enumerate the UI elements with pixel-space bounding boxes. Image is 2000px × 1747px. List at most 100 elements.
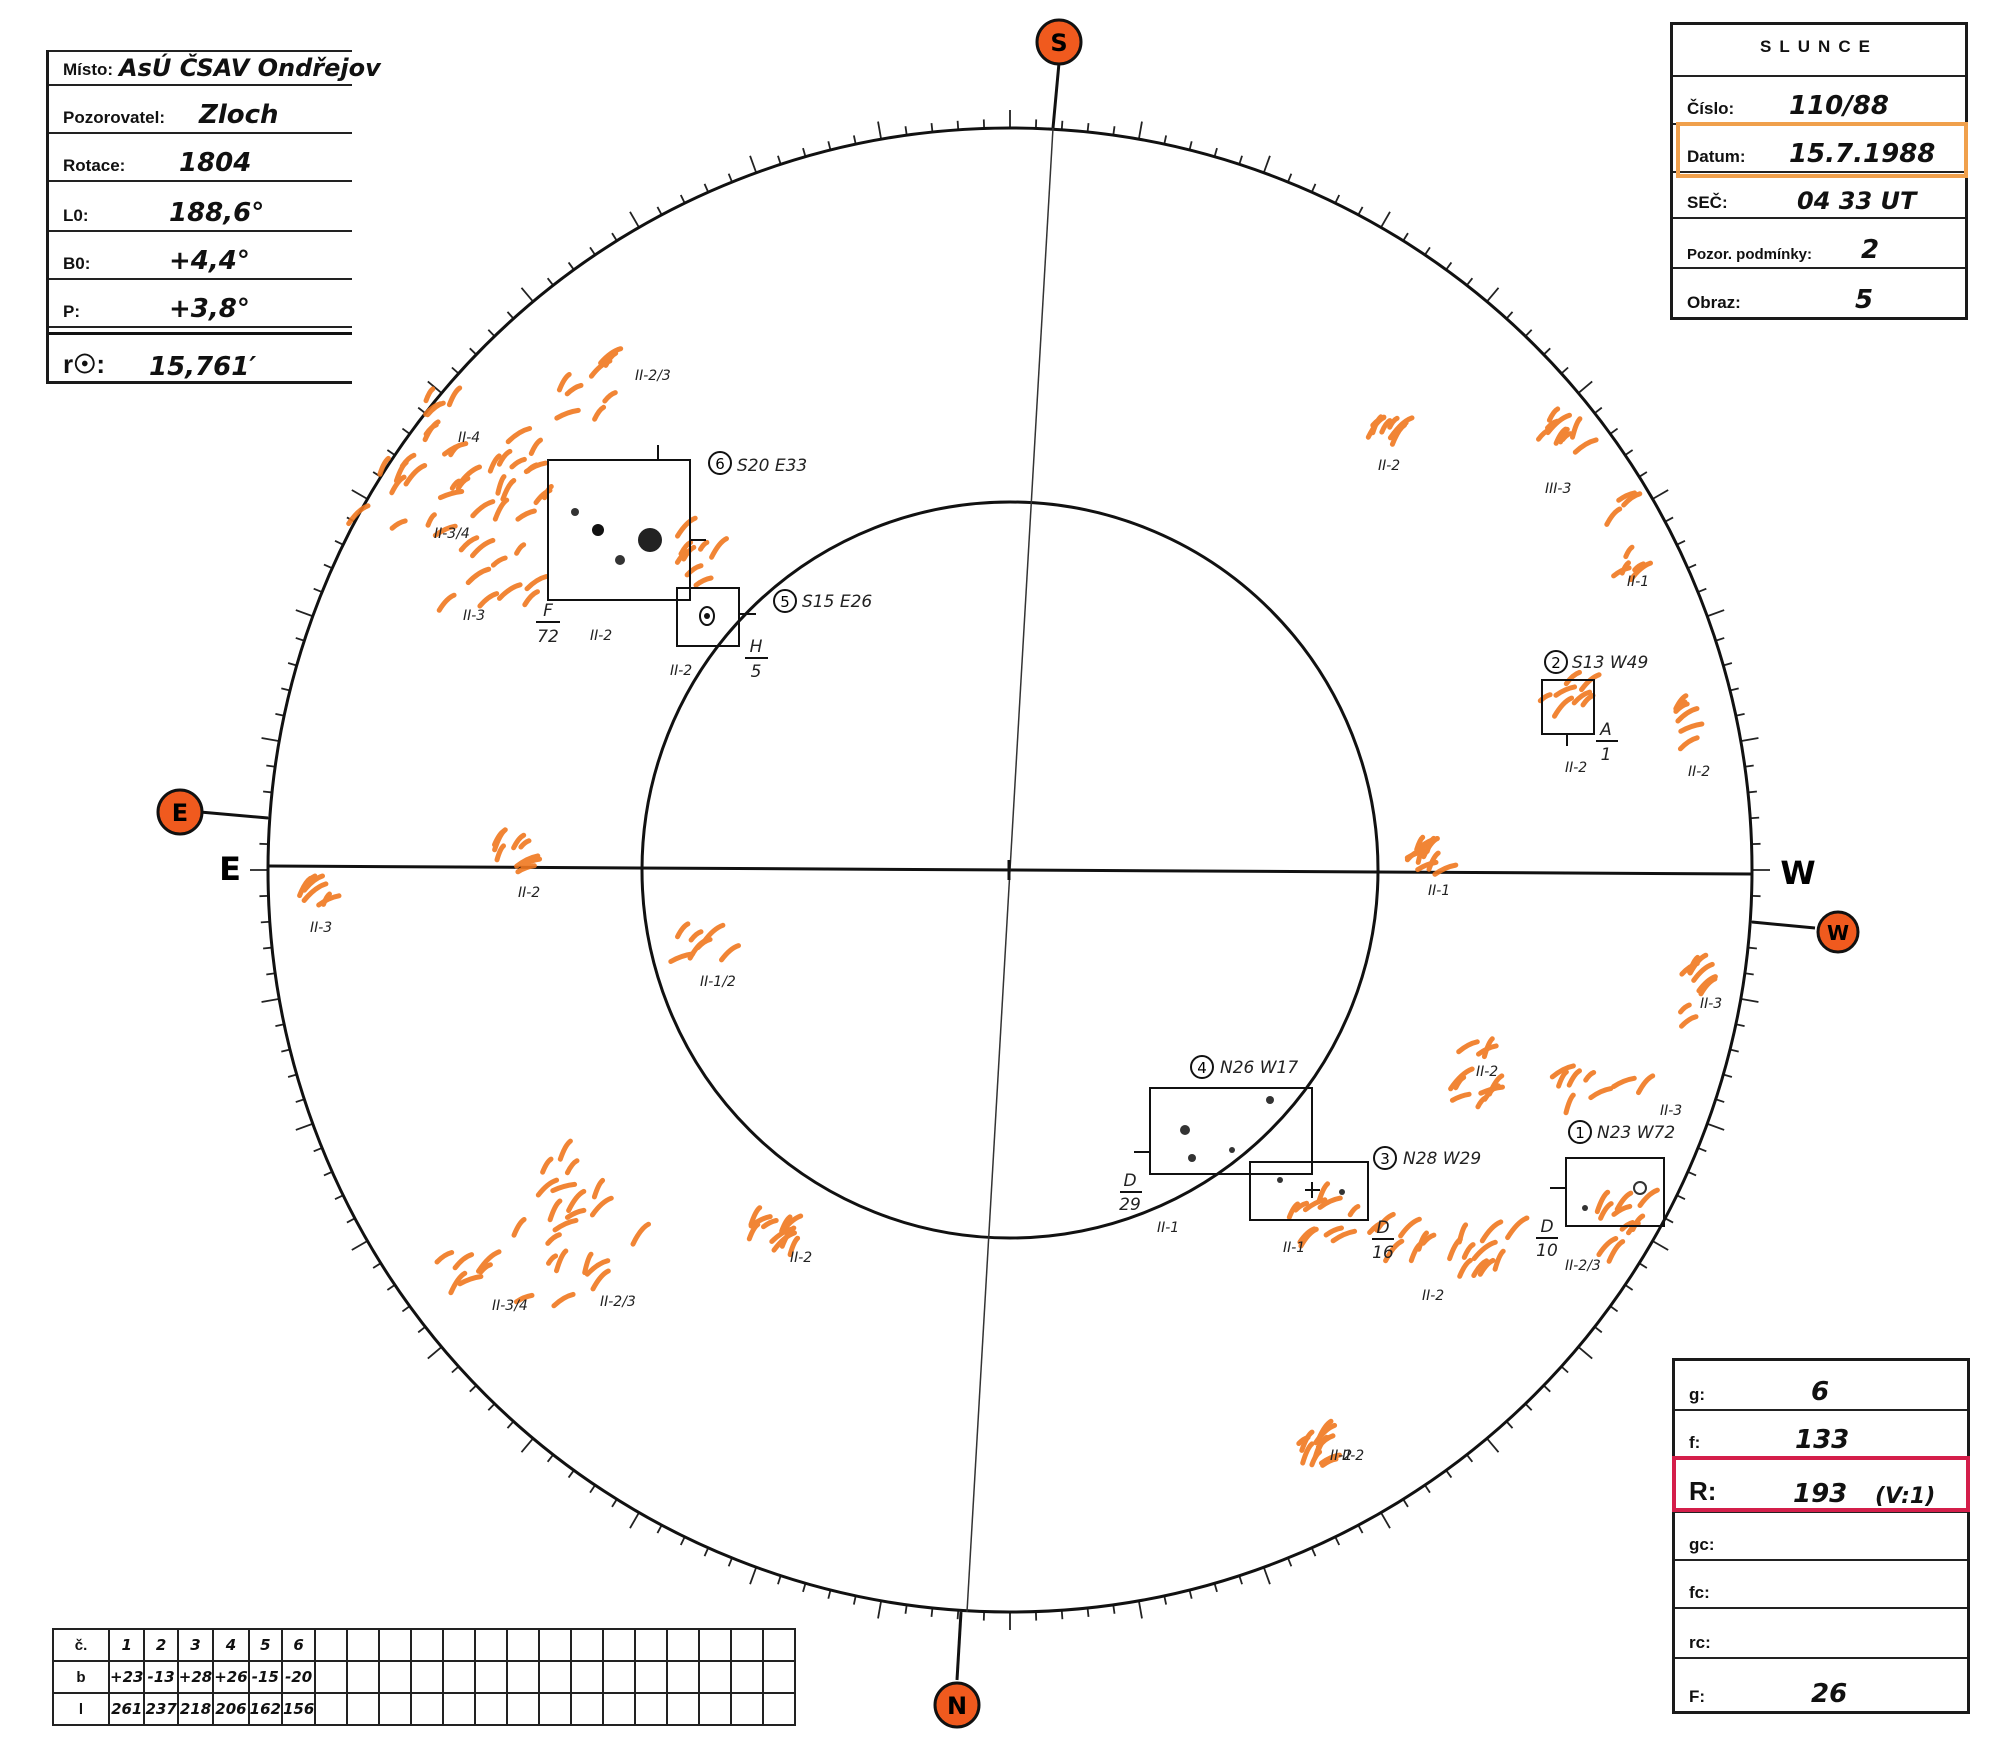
cell-c-12 xyxy=(474,1628,509,1662)
degree-tick xyxy=(281,1048,291,1053)
cell-l-1: 261 xyxy=(107,1692,146,1726)
facula-stroke xyxy=(591,1177,606,1200)
podminky-value: 2 xyxy=(1861,235,1880,265)
facula-stroke xyxy=(761,1218,779,1230)
facula-stroke xyxy=(524,574,549,592)
degree-tick xyxy=(520,1437,534,1453)
r-highlight xyxy=(1672,1456,1970,1512)
facula-stroke xyxy=(1596,1236,1619,1258)
facula-note: II-1 xyxy=(1283,1240,1305,1256)
facula-stroke xyxy=(1317,1195,1343,1210)
cell-c-15 xyxy=(570,1628,605,1662)
degree-tick xyxy=(877,121,883,140)
pozorovatel-label: Pozorovatel: xyxy=(63,108,166,127)
facula-note: II-4 xyxy=(458,430,480,446)
svg-text:6: 6 xyxy=(715,455,725,473)
obraz-row: Obraz: 5 xyxy=(1673,269,1965,317)
degree-tick xyxy=(1238,1575,1243,1585)
marker-s-label: S xyxy=(1050,29,1067,57)
facula-stroke xyxy=(455,475,471,491)
facula-stroke xyxy=(346,503,371,527)
marker-n: N xyxy=(933,1681,981,1729)
marker-s-circle xyxy=(1035,18,1083,66)
solar-disk-outline xyxy=(266,126,1754,1614)
facula-stroke xyxy=(675,515,698,539)
degree-tick xyxy=(1729,687,1739,692)
cell-b-8 xyxy=(346,1660,381,1694)
svg-text:D: D xyxy=(1123,1171,1136,1191)
facula-stroke xyxy=(487,453,502,474)
cell-b-2: -13 xyxy=(143,1660,179,1694)
facula-stroke xyxy=(1632,561,1646,573)
slunce-box: SLUNCE Číslo: 110/88 Datum: 15.7.1988 SE… xyxy=(1670,22,1968,320)
cell-b-6: -20 xyxy=(280,1660,317,1694)
rotace-label: Rotace: xyxy=(63,156,126,175)
degree-tick xyxy=(506,1420,515,1429)
group-4: 4 N26 W17 D 29 xyxy=(1119,1055,1313,1215)
facula-stroke xyxy=(1556,1069,1569,1089)
cell-l-12 xyxy=(474,1692,509,1726)
svg-text:5: 5 xyxy=(751,662,762,682)
facula-stroke xyxy=(1505,1215,1530,1241)
cell-b-16 xyxy=(602,1660,637,1694)
degree-tick xyxy=(1188,1589,1193,1599)
cell-b-14 xyxy=(538,1660,573,1694)
facula-stroke xyxy=(1387,421,1408,441)
facula-stroke xyxy=(434,1250,455,1265)
facula-stroke xyxy=(1549,1063,1576,1080)
facula-stroke xyxy=(1415,859,1439,873)
cell-b-7 xyxy=(314,1660,349,1694)
F-row: F: 26 xyxy=(1675,1659,1967,1711)
facula-stroke xyxy=(1583,1070,1597,1083)
facula-stroke xyxy=(668,951,696,964)
svg-text:D: D xyxy=(1376,1218,1389,1238)
facula-note: II-2 xyxy=(518,885,540,901)
facula-stroke xyxy=(1580,693,1596,708)
facula-stroke xyxy=(1471,1239,1498,1262)
degree-tick xyxy=(1137,121,1143,140)
facula-stroke xyxy=(1457,1257,1473,1279)
facula-stroke xyxy=(442,441,469,457)
facula-stroke xyxy=(1594,1189,1611,1215)
cell-l-10 xyxy=(410,1692,445,1726)
cell-b-1: +23 xyxy=(107,1660,146,1694)
facula-stroke xyxy=(1432,862,1459,877)
cell-l-13 xyxy=(506,1692,541,1726)
facula-stroke xyxy=(1408,1241,1423,1264)
facula-stroke xyxy=(1447,1236,1463,1262)
facula-stroke xyxy=(1604,506,1623,527)
facula-stroke xyxy=(316,893,342,908)
r-count-note: (V:1) xyxy=(1875,1484,1936,1509)
facula-stroke xyxy=(1623,544,1635,560)
facula-stroke xyxy=(1598,1201,1614,1221)
r-value: 15,761′ xyxy=(149,352,257,382)
degree-tick xyxy=(281,687,291,692)
cell-c-4: 4 xyxy=(212,1628,250,1662)
obraz-label: Obraz: xyxy=(1687,293,1741,312)
facula-note: II-2 xyxy=(1476,1064,1498,1080)
g-label: g: xyxy=(1689,1385,1706,1404)
facula-note: II-1 xyxy=(1627,574,1649,590)
facula-stroke xyxy=(693,575,714,588)
facula-note: II-1 xyxy=(1157,1220,1179,1236)
cell-c-6: 6 xyxy=(280,1628,317,1662)
degree-tick xyxy=(802,1583,807,1593)
facula-stroke xyxy=(1560,431,1573,443)
cell-c-20 xyxy=(730,1628,765,1662)
facula-stroke xyxy=(684,563,704,578)
rc-label: rc: xyxy=(1689,1633,1711,1652)
axis-label-w: W xyxy=(1780,854,1815,892)
podminky-row: Pozor. podmínky: 2 xyxy=(1673,219,1965,269)
cell-l-9 xyxy=(378,1692,413,1726)
svg-text:2: 2 xyxy=(1551,654,1561,672)
degree-tick xyxy=(1676,539,1686,546)
cell-l-21 xyxy=(762,1692,797,1726)
cell-b-4: +26 xyxy=(212,1660,250,1694)
facula-stroke xyxy=(513,1292,535,1305)
facula-stroke xyxy=(554,1248,569,1274)
facula-stroke xyxy=(465,566,492,586)
facula-stroke xyxy=(1546,406,1561,423)
faculae-layer xyxy=(297,346,1718,1468)
svg-text:72: 72 xyxy=(537,627,559,647)
facula-stroke xyxy=(1456,1039,1480,1055)
